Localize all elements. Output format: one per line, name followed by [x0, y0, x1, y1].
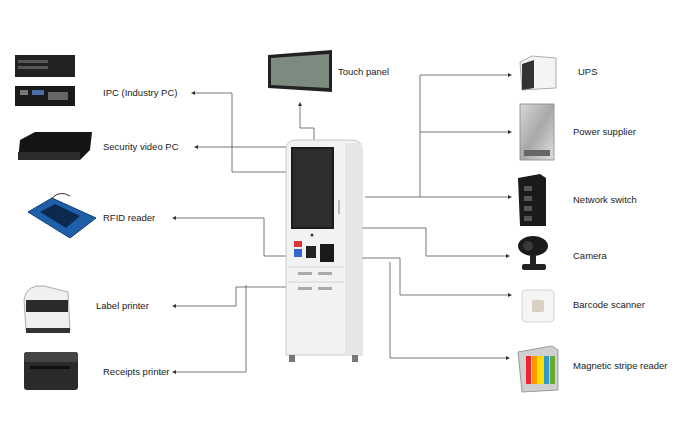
- part-label: Touch panel: [338, 66, 389, 78]
- part-label: Camera: [573, 250, 607, 262]
- part-label: Barcode scanner: [573, 299, 645, 311]
- part-label: Security video PC: [103, 141, 179, 153]
- leader-lines: [174, 75, 510, 372]
- touch-panel-picture: [268, 50, 332, 92]
- video-pc-picture: [18, 132, 92, 160]
- part-label: Power supplier: [573, 126, 636, 138]
- network-switch-picture: [518, 174, 546, 226]
- part-label: Network switch: [573, 194, 637, 206]
- part-label: Magnetic stripe reader: [573, 360, 668, 372]
- part-label: Receipts printer: [103, 366, 170, 378]
- part-label: Label printer: [96, 300, 149, 312]
- stripe-reader-picture: [518, 346, 558, 392]
- receipt-printer-picture: [24, 352, 78, 390]
- power-supply-picture: [520, 104, 554, 160]
- ups-picture: [520, 56, 556, 90]
- barcode-scanner-picture: [522, 290, 554, 322]
- label-printer-picture: [24, 286, 70, 333]
- part-label: RFID reader: [103, 212, 155, 224]
- part-label: UPS: [578, 66, 598, 78]
- kiosk: [286, 140, 362, 362]
- rfid-picture: [28, 193, 96, 238]
- ipc-picture: [15, 55, 75, 106]
- part-label: IPC (Industry PC): [103, 87, 177, 99]
- camera-picture: [518, 236, 548, 270]
